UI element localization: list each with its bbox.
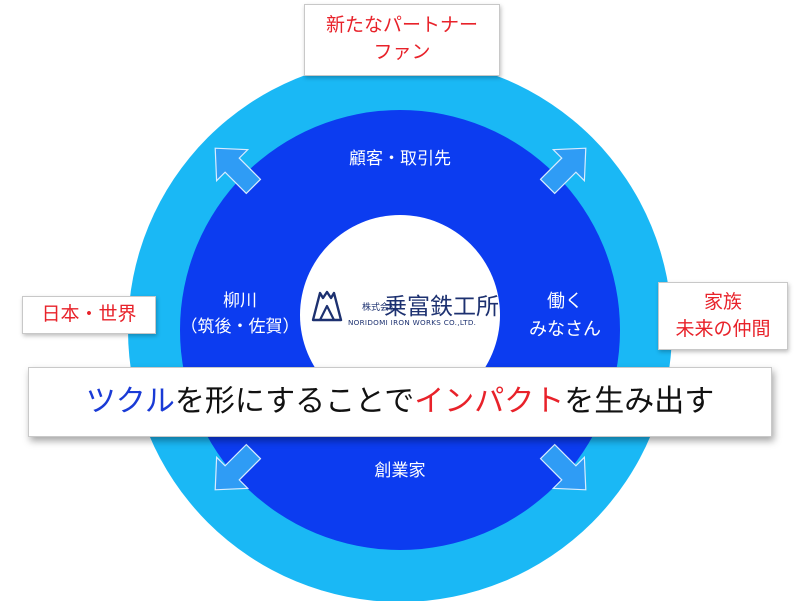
outer-label-top-line2: ファン: [373, 41, 431, 63]
ring-label-founders-text: 創業家: [374, 461, 426, 481]
arrows-group: [214, 147, 587, 491]
arrow-bottom-right-icon: [539, 443, 587, 491]
outer-label-right-line2: 未来の仲間: [675, 318, 771, 340]
ring-label-yanagawa-line2: （筑後・佐賀）: [180, 317, 300, 337]
outer-label-left-line1: 日本・世界: [41, 303, 137, 325]
arrow-top-right-icon: [539, 147, 587, 195]
mountain-logo-icon: [311, 290, 343, 322]
ring-label-workers-line2: みなさん: [529, 319, 601, 340]
tagline-part1: ツクル: [85, 384, 175, 419]
arrow-bottom-left-icon: [214, 443, 262, 491]
logo-english: NORIDOMI IRON WORKS CO.,LTD.: [348, 318, 477, 327]
center-circle: [300, 215, 500, 415]
ring-label-workers: 働く みなさん: [510, 288, 620, 344]
outer-label-right: 家族 未来の仲間: [658, 282, 788, 350]
tagline-part3: インパクト: [414, 384, 565, 419]
outer-label-top: 新たなパートナー ファン: [304, 4, 500, 76]
tagline-part4: を生み出す: [564, 384, 715, 419]
logo-name-text: 乗富鉄工所: [384, 294, 499, 320]
company-logo: 株式会社乗富鉄工所 NORIDOMI IRON WORKS CO.,LTD.: [310, 285, 500, 335]
ring-label-workers-line1: 働く: [547, 291, 583, 312]
tagline-part2: を形にすることで: [174, 384, 415, 419]
outer-label-left: 日本・世界: [22, 296, 156, 334]
ring-label-founders: 創業家: [330, 458, 470, 484]
logo-name: 株式会社乗富鉄工所: [362, 287, 499, 321]
ring-label-customers-text: 顧客・取引先: [349, 149, 451, 169]
ring-label-yanagawa: 柳川 （筑後・佐賀）: [170, 288, 310, 340]
logo-prefix: 株式会社: [362, 302, 399, 313]
outer-label-top-line1: 新たなパートナー: [325, 14, 478, 36]
tagline-banner: ツクルを形にすることでインパクトを生み出す: [28, 367, 772, 437]
outer-label-right-line1: 家族: [703, 291, 742, 313]
ring-label-yanagawa-line1: 柳川: [223, 291, 257, 311]
arrow-top-left-icon: [214, 147, 262, 195]
ring-label-customers: 顧客・取引先: [300, 146, 500, 172]
